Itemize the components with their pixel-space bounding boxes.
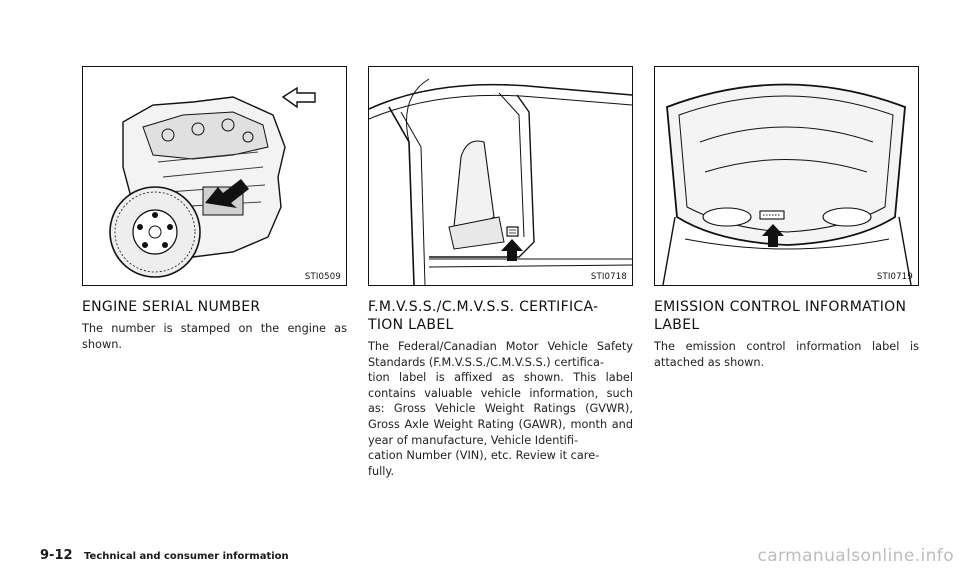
section-heading: ENGINE SERIAL NUMBER bbox=[82, 299, 261, 315]
door-figure: STI0718 bbox=[368, 66, 633, 286]
figure-code: STI0718 bbox=[590, 272, 627, 282]
section-body: The Federal/Canadian Motor Vehicle Safet… bbox=[368, 340, 633, 478]
engine-illustration-icon bbox=[109, 86, 316, 278]
page-number: 9-12 bbox=[40, 548, 73, 563]
section-heading: F.M.V.S.S./C.M.V.S.S. CERTIFICA- TION LA… bbox=[368, 299, 599, 333]
page-footer: 9-12 Technical and consumer information bbox=[40, 548, 289, 563]
door-jamb-illustration-icon bbox=[369, 78, 632, 285]
engine-figure: STI0509 bbox=[82, 66, 347, 286]
column-emission-label: STI0719 EMISSION CONTROL INFORMATION LAB… bbox=[654, 66, 919, 370]
hood-figure: STI0719 bbox=[654, 66, 919, 286]
column-engine-serial: STI0509 ENGINE SERIAL NUMBER The number … bbox=[82, 66, 347, 352]
section-heading: EMISSION CONTROL INFORMATION LABEL bbox=[654, 299, 907, 333]
footer-section-title: Technical and consumer information bbox=[84, 551, 289, 562]
hood-underside-illustration-icon bbox=[662, 83, 912, 285]
section-body: The number is stamped on the engine as s… bbox=[82, 322, 347, 351]
section-body: The emission control information label i… bbox=[654, 340, 919, 369]
figure-code: STI0719 bbox=[876, 272, 913, 282]
column-certification-label: STI0718 F.M.V.S.S./C.M.V.S.S. CERTIFICA-… bbox=[368, 66, 633, 479]
watermark: carmanualsonline.info bbox=[757, 546, 954, 566]
figure-code: STI0509 bbox=[304, 272, 341, 282]
